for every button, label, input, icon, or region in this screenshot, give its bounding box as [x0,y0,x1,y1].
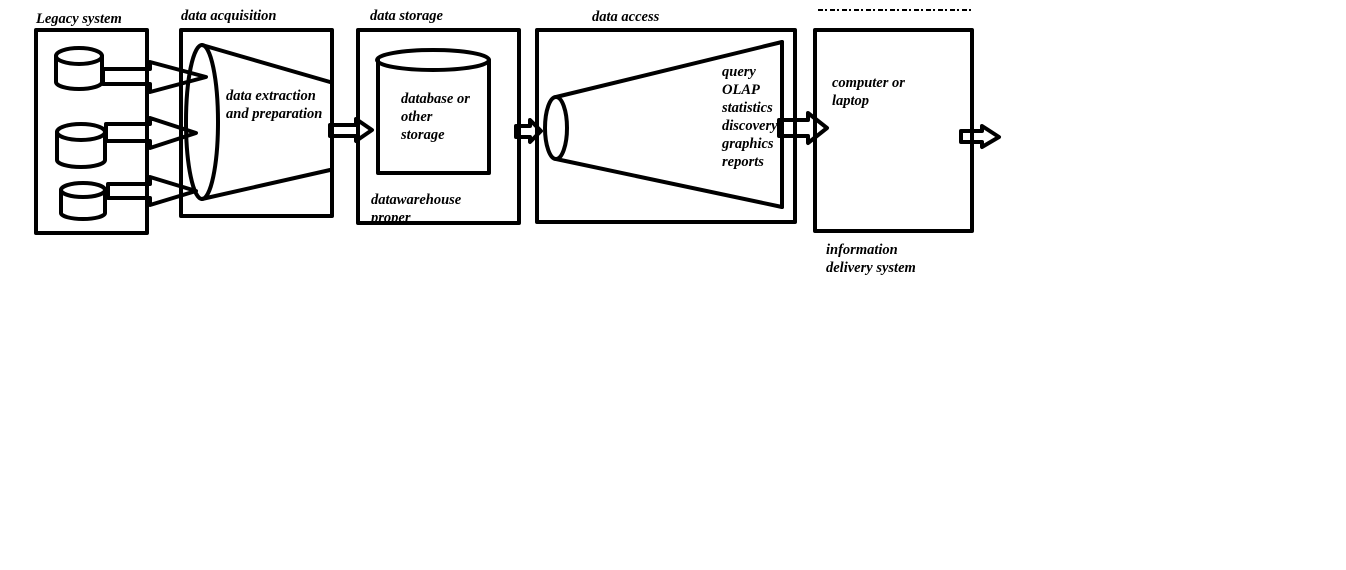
data-access-title: data access [592,9,660,25]
storage-label-line1: database or [401,91,470,107]
delivery-output-arrow [959,124,1001,149]
legacy-database-icon-3 [59,181,107,221]
datawarehouse-caption-line2: proper [369,210,411,226]
information-delivery-box [813,28,974,233]
data-extraction-label-line1: data extraction [226,88,316,104]
datawarehouse-caption-line1: datawarehouse [371,192,462,208]
legacy-database-icon-2 [55,122,107,169]
data-access-box [535,28,797,224]
legacy-database-icon-1 [54,46,104,91]
access-item-discovery: discovery [722,118,778,134]
acquisition-to-storage-arrow [328,117,374,143]
data-storage-title: data storage [370,8,443,24]
access-item-statistics: statistics [721,100,773,116]
access-to-delivery-arrow [777,111,829,145]
delivery-label-line1: computer or [832,75,905,91]
access-item-graphics: graphics [721,136,774,152]
legacy-to-acquisition-arrow-3 [106,175,198,207]
access-funnel [543,40,784,209]
access-item-query: query [722,64,756,80]
legacy-to-acquisition-arrow-2 [104,116,198,150]
legacy-system-title: Legacy system [35,11,122,27]
access-item-reports: reports [722,154,764,170]
storage-label-line3: storage [400,127,445,143]
storage-label-line2: other [401,109,433,125]
access-item-olap: OLAP [722,82,760,98]
extraction-funnel [184,43,332,201]
delivery-label-line2: laptop [832,93,869,109]
legacy-system-box [34,28,149,235]
scribbled-heading-mark [818,9,972,32]
data-extraction-label-line2: and preparation [226,106,322,122]
access-tool-list: query OLAP statistics discovery graphics… [721,64,778,170]
storage-database-icon [375,48,491,175]
data-acquisition-title: data acquisition [181,8,276,24]
information-delivery-caption-line2: delivery system [826,260,916,276]
information-delivery-caption-line1: information [826,242,898,258]
legacy-to-acquisition-arrow-1 [101,60,208,94]
